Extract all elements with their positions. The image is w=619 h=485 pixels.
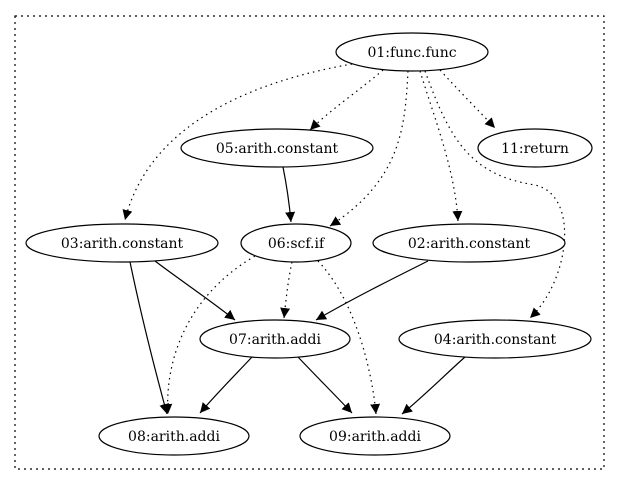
node-label-n11: 11:return	[501, 141, 569, 157]
node-shape-n06	[240, 223, 352, 263]
node-n05[interactable]: 05:arith.constant	[180, 128, 374, 168]
edge-n04-n09	[401, 356, 466, 415]
node-label-n04: 04:arith.constant	[434, 332, 557, 348]
node-label-n05: 05:arith.constant	[216, 141, 339, 157]
node-shape-n07	[199, 319, 351, 359]
node-n02[interactable]: 02:arith.constant	[372, 223, 566, 263]
node-shape-n02	[372, 223, 566, 263]
edge-n01-n05	[309, 69, 384, 131]
cluster-border	[14, 15, 605, 470]
node-n01[interactable]: 01:func.func	[335, 32, 489, 72]
node-shape-n09	[299, 416, 451, 456]
edge-n06-n09	[317, 260, 381, 415]
node-shape-n11	[477, 128, 593, 168]
nodes-layer: 01:func.func 05:arith.constant 11:return 03…	[25, 32, 593, 456]
node-n07[interactable]: 07:arith.addi	[199, 319, 351, 359]
node-n11[interactable]: 11:return	[477, 128, 593, 168]
edge-n03-n07	[154, 260, 236, 321]
node-shape-n03	[25, 223, 219, 263]
edge-n02-n07	[315, 260, 429, 321]
node-n09[interactable]: 09:arith.addi	[299, 416, 451, 456]
node-shape-n04	[398, 319, 592, 359]
node-shape-n05	[180, 128, 374, 168]
node-label-n06: 06:scf.if	[268, 236, 326, 252]
edge-n01-n03	[122, 63, 353, 221]
edge-n01-n02	[419, 70, 463, 222]
node-n04[interactable]: 04:arith.constant	[398, 319, 592, 359]
node-label-n07: 07:arith.addi	[229, 332, 321, 348]
node-n08[interactable]: 08:arith.addi	[98, 416, 250, 456]
edge-n01-n06	[329, 70, 409, 227]
node-n03[interactable]: 03:arith.constant	[25, 223, 219, 263]
edge-n01-n04	[424, 70, 566, 319]
edge-n07-n08	[199, 356, 253, 414]
node-n06[interactable]: 06:scf.if	[240, 223, 352, 263]
node-shape-n01	[335, 32, 489, 72]
node-label-n02: 02:arith.constant	[408, 236, 531, 252]
node-label-n03: 03:arith.constant	[61, 236, 184, 252]
edges-layer	[122, 63, 566, 415]
node-label-n08: 08:arith.addi	[128, 429, 220, 445]
edge-n06-n07	[280, 261, 293, 319]
edge-n05-n06	[282, 166, 296, 223]
edge-n07-n09	[297, 356, 353, 414]
node-label-n09: 09:arith.addi	[329, 429, 421, 445]
node-shape-n08	[98, 416, 250, 456]
edge-n01-n11	[439, 69, 496, 129]
node-label-n01: 01:func.func	[367, 45, 456, 61]
edge-n03-n08	[129, 261, 170, 415]
